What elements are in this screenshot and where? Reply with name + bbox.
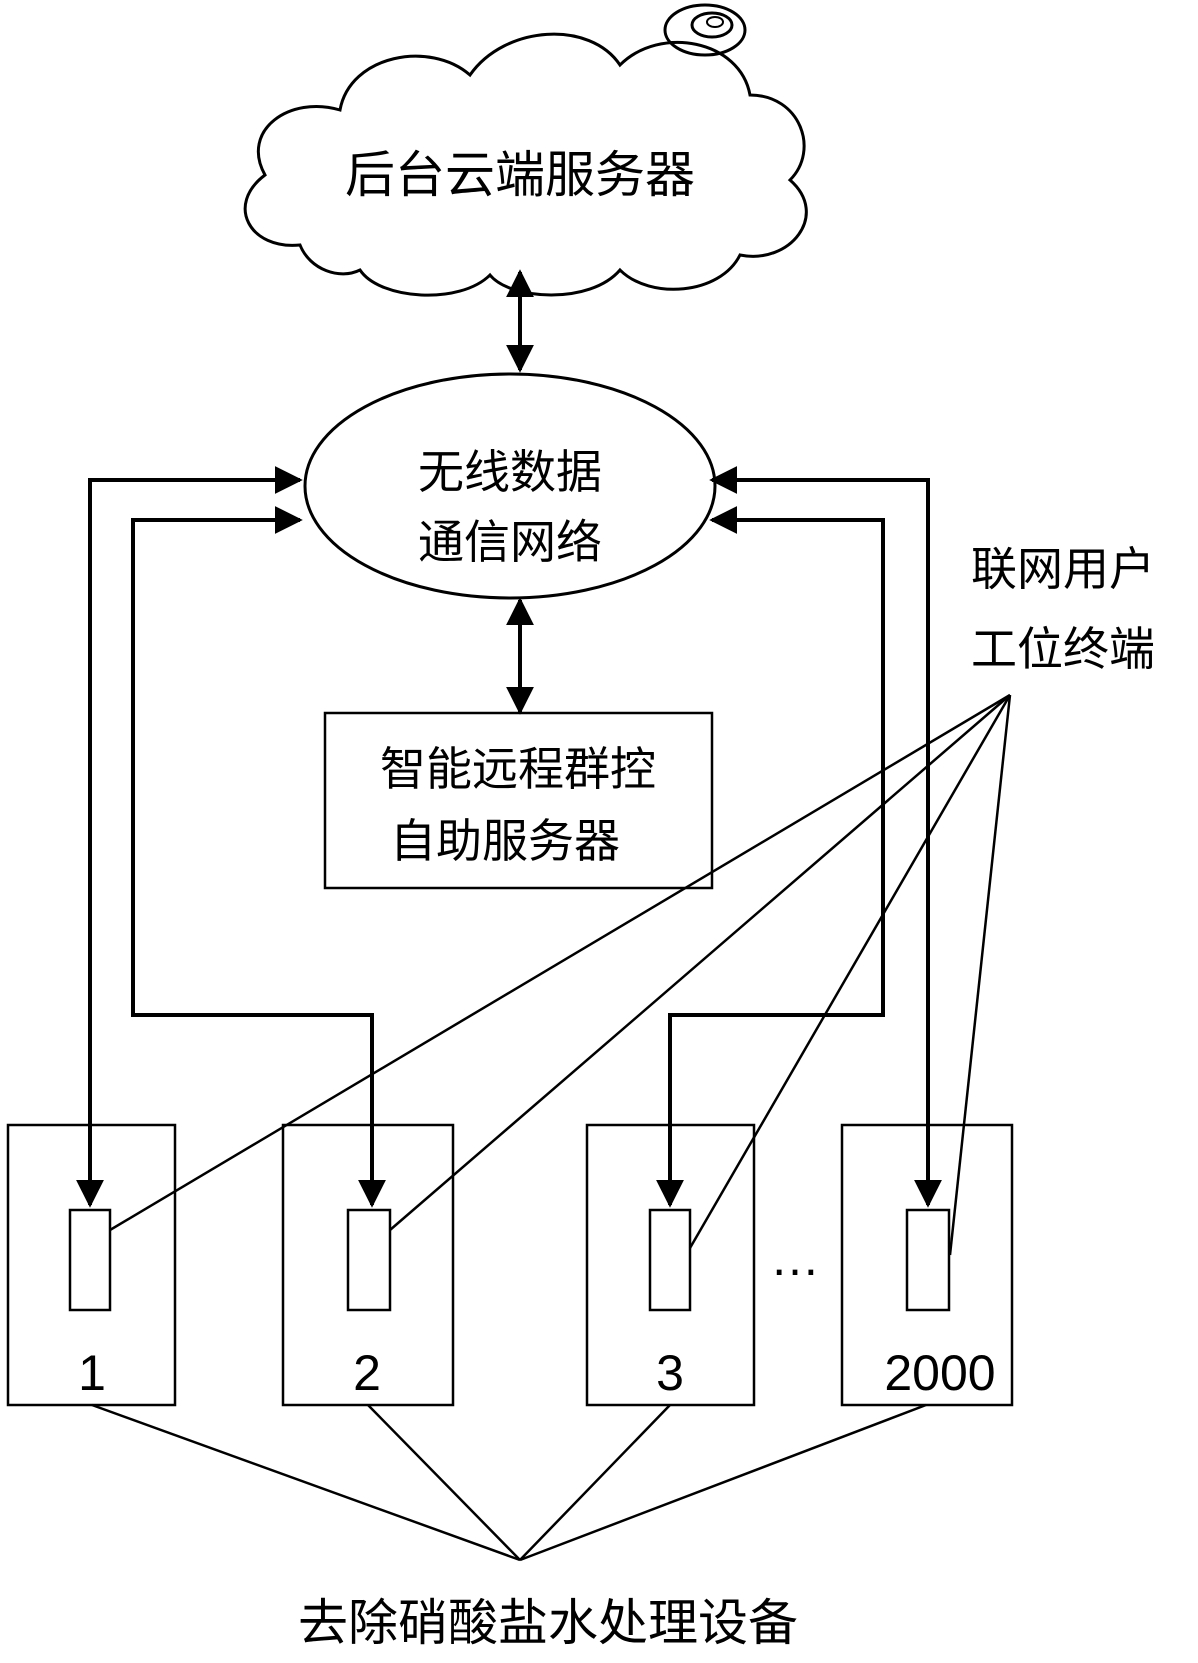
device-1: 1 <box>6 1123 177 1407</box>
user-terminal-node: 联网用户 工位终端 <box>971 542 1155 676</box>
device-1-terminal <box>68 1208 112 1312</box>
cloud-server-label: 后台云端服务器 <box>345 146 695 204</box>
group-server-label-line1: 智能远程群控 <box>380 742 656 796</box>
wireless-network-node: 无线数据 通信网络 <box>303 372 717 600</box>
device-2-label: 2 <box>353 1345 381 1401</box>
device-2000-network-link <box>709 466 942 1208</box>
device-3-terminal <box>648 1208 692 1312</box>
device-2-terminal <box>346 1208 392 1312</box>
cloud-server-node: 后台云端服务器 <box>243 3 808 297</box>
device-2: 2 <box>281 1123 455 1407</box>
user-terminal-links <box>109 693 1012 1256</box>
user-terminal-label-line1: 联网用户 <box>971 542 1155 596</box>
device-3-label: 3 <box>656 1345 684 1401</box>
network-label-line1: 无线数据 <box>418 445 602 499</box>
network-label-line2: 通信网络 <box>418 515 602 569</box>
user-terminal-label-line2: 工位终端 <box>971 622 1155 676</box>
device-1-label: 1 <box>78 1345 106 1401</box>
swirl-icon <box>663 3 747 57</box>
device-2-network-link <box>131 506 386 1208</box>
device-caption-links <box>91 1403 927 1562</box>
device-1-network-link <box>76 466 303 1208</box>
device-3-network-link <box>656 506 885 1208</box>
ellipsis-label: … <box>770 1230 820 1286</box>
group-server-label-line2: 自助服务器 <box>390 814 620 868</box>
device-caption-label: 去除硝酸盐水处理设备 <box>298 1594 798 1652</box>
device-2000-terminal <box>905 1208 951 1312</box>
group-control-server-node: 智能远程群控 自助服务器 <box>323 711 714 890</box>
cloud-shape <box>243 32 808 297</box>
device-2000-label: 2000 <box>884 1345 995 1401</box>
